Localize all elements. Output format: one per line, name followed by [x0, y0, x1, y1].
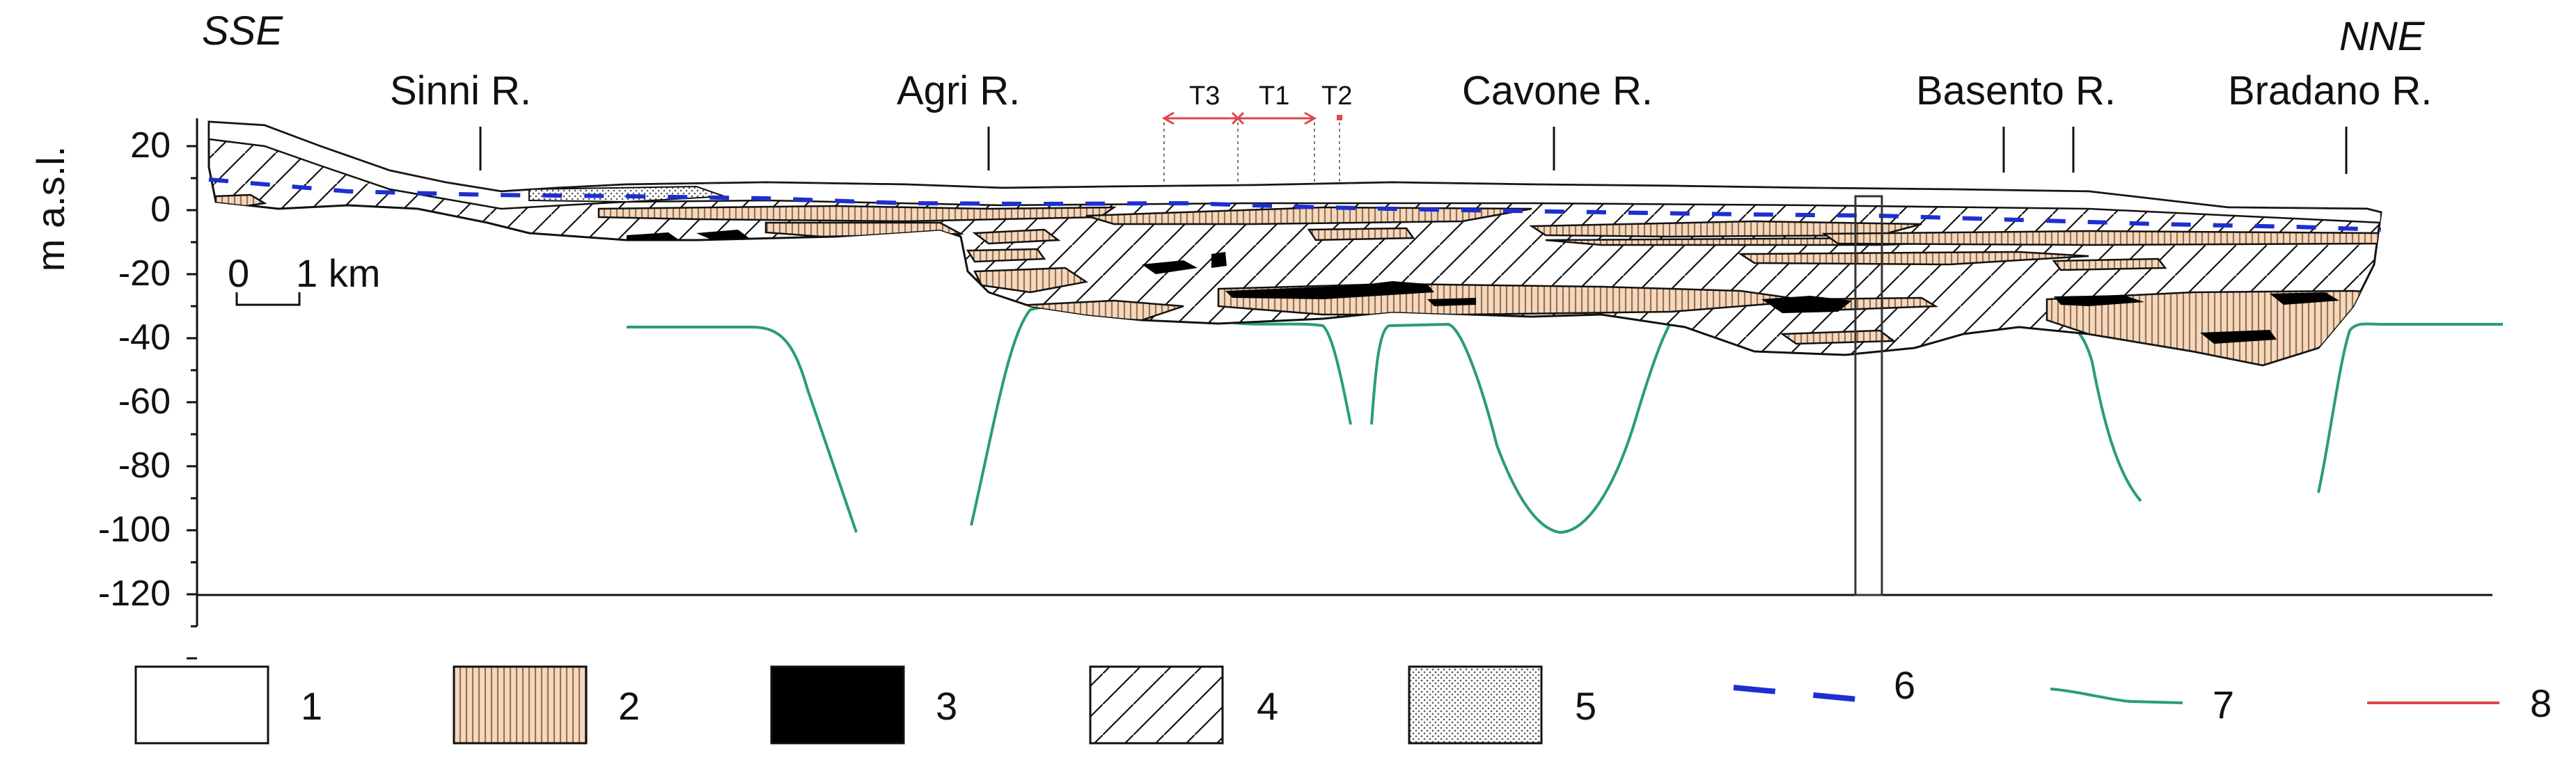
unit-2-lens [966, 248, 1046, 263]
unit-3-lens [696, 230, 752, 242]
legend: 1 2 3 4 5 6 7 8 [134, 663, 2552, 745]
unit-2-lens [2045, 289, 2376, 365]
legend-label-4: 4 [1257, 684, 1278, 728]
unit-3-lens [2270, 292, 2339, 305]
trace-markers: T3 T1 T2 [1161, 81, 1352, 202]
unit-2-lens [486, 237, 553, 253]
unit-2-lens [1085, 206, 1532, 225]
direction-left: SSE [202, 8, 283, 54]
legend-label-2: 2 [618, 684, 640, 728]
y-tick-neg20: -20 [118, 253, 171, 294]
unit-3-lens [1427, 298, 1476, 306]
curve-7-segment-2 [970, 303, 1352, 526]
scale-bar-line [235, 292, 301, 306]
scale-bar-length: 1 km [296, 251, 380, 295]
legend-label-1: 1 [301, 684, 322, 728]
legend-swatch-2 [453, 665, 588, 745]
unit-2-lens [1737, 251, 2089, 266]
river-label-sinni: Sinni R. [390, 68, 531, 113]
direction-right: NNE [2339, 14, 2426, 59]
legend-label-3: 3 [936, 684, 957, 728]
unit-2-lens [973, 267, 1089, 294]
unit-3-lens [1211, 252, 1227, 268]
y-axis-label: m a.s.l. [29, 146, 72, 271]
trace-cross-2 [1231, 111, 1245, 125]
y-axis: 20 0 -20 -40 -60 -80 -100 -120 m a.s.l. [29, 118, 2492, 660]
y-tick-0: 0 [150, 189, 171, 230]
unit-3-lens [1142, 260, 1197, 274]
legend-swatch-4 [1089, 665, 1224, 745]
unit-2-lens [1780, 329, 1896, 345]
legend-swatch-3 [770, 665, 905, 745]
scale-bar: 0 1 km [228, 251, 380, 306]
legend-swatch-1 [134, 665, 269, 745]
sediment-body [207, 120, 2382, 367]
unit-3-lens [738, 245, 822, 259]
trace-arrow-left [1161, 111, 1175, 125]
unit-3-lens [1225, 281, 1434, 299]
river-label-cavone: Cavone R. [1462, 68, 1653, 113]
legend-label-6: 6 [1894, 663, 1915, 707]
unit-3-lens [2200, 330, 2277, 344]
legend-label-5: 5 [1575, 684, 1596, 728]
legend-label-7: 7 [2213, 683, 2234, 727]
unit-2-lens [764, 221, 964, 238]
unit-2-lens [1307, 227, 1415, 241]
y-tick-neg60: -60 [118, 381, 171, 422]
trace-label-t2: T2 [1321, 81, 1352, 111]
y-tick-neg100: -100 [98, 509, 171, 550]
legend-swatch-5 [1408, 665, 1543, 745]
trace-arrow-right [1304, 111, 1317, 125]
river-markers [479, 127, 2348, 174]
trace-point-t2 [1337, 115, 1342, 120]
unit-2-lens [972, 228, 1061, 245]
curve-7-segment-1 [627, 326, 858, 533]
scale-bar-zero: 0 [228, 251, 249, 295]
trace-label-t1: T1 [1259, 81, 1289, 111]
y-tick-neg120: -120 [98, 573, 171, 614]
river-label-basento: Basento R. [1916, 68, 2116, 113]
trace-label-t3: T3 [1189, 81, 1220, 111]
river-label-agri: Agri R. [897, 68, 1020, 113]
y-tick-20: 20 [130, 125, 171, 166]
curve-7-segment-4 [2317, 322, 2503, 493]
river-label-bradano: Bradano R. [2228, 68, 2432, 113]
y-tick-neg40: -40 [118, 317, 171, 358]
unit-3-lens [2054, 295, 2144, 306]
unit-2-lens [597, 205, 1117, 223]
river-labels: Sinni R. Agri R. Cavone R. Basento R. Br… [390, 68, 2432, 113]
unit-6-water-table [208, 177, 2382, 232]
unit-2-lens [2052, 257, 2167, 271]
y-tick-neg80: -80 [118, 445, 171, 486]
legend-label-8: 8 [2530, 681, 2552, 725]
unit-3-lens [1761, 296, 1852, 313]
unit-2-lens [1821, 230, 2381, 246]
legend-swatch-6 [1733, 685, 1867, 703]
borehole-column [1854, 195, 1883, 596]
legend-swatch-7 [2050, 688, 2183, 704]
